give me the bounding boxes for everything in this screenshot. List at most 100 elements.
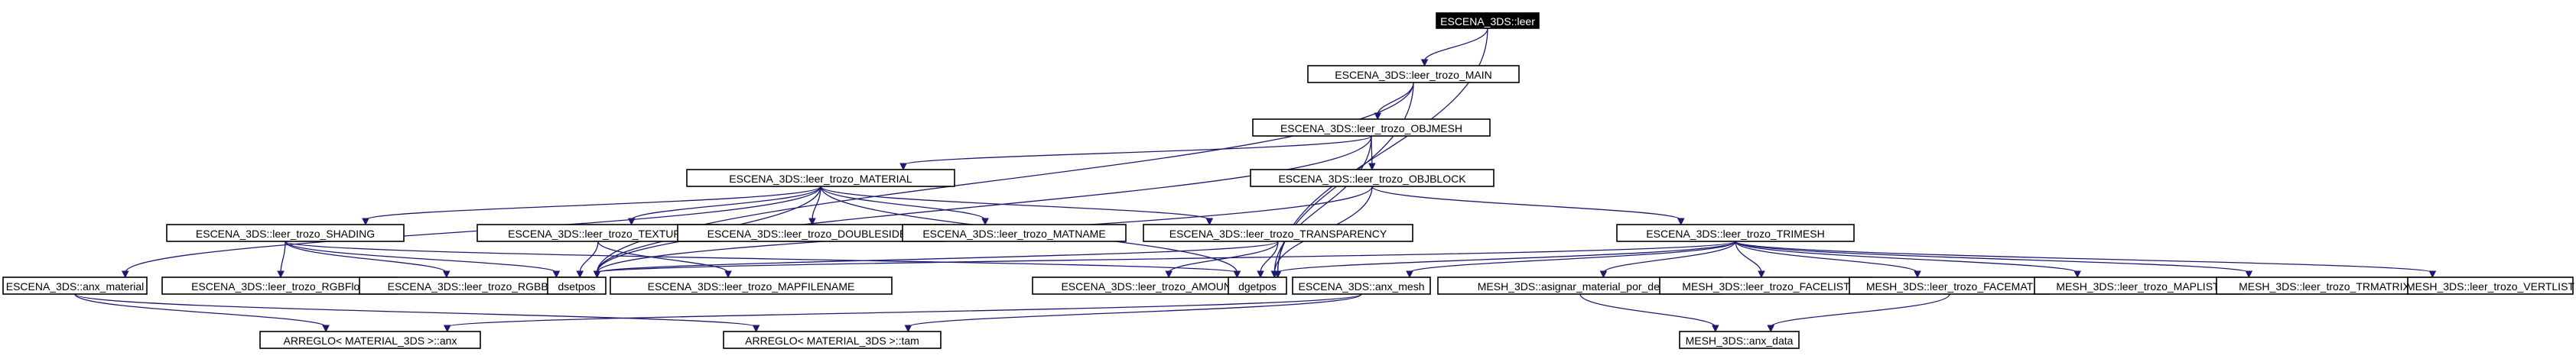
edge-line	[907, 293, 1362, 328]
edge-line	[596, 241, 1279, 273]
edge-anxmaterial-to-arregloanx	[74, 293, 330, 333]
node-facemat[interactable]: MESH_3DS::leer_trozo_FACEMAT	[1849, 277, 2051, 295]
node-label: ARREGLO< MATERIAL_3DS >::tam	[745, 335, 919, 347]
node-label: ESCENA_3DS::leer_trozo_SHADING	[196, 228, 375, 240]
node-rgbfloat[interactable]: ESCENA_3DS::leer_trozo_RGBFloat	[161, 277, 398, 295]
node-box	[1436, 12, 1540, 29]
edge-line	[1260, 241, 1279, 273]
node-anxmaterial[interactable]: ESCENA_3DS::anx_material	[2, 277, 148, 295]
node-label: ESCENA_3DS::leer_trozo_TRIMESH	[1646, 228, 1824, 240]
edge-arrowhead	[2245, 270, 2253, 279]
node-anxdata[interactable]: MESH_3DS::anx_data	[1679, 331, 1800, 349]
edge-arrowhead	[2428, 270, 2437, 279]
edge-line	[1168, 241, 1279, 273]
edge-arrowhead	[1420, 59, 1429, 67]
edge-line	[1770, 293, 1950, 328]
edge-line	[1423, 27, 1488, 62]
node-leer[interactable]: ESCENA_3DS::leer	[1436, 12, 1540, 29]
edge-material-to-anxmaterial	[121, 186, 821, 279]
edge-arrowhead	[277, 270, 285, 279]
edge-arrowhead	[1914, 270, 1921, 279]
edge-line	[596, 135, 1372, 273]
node-label: ARREGLO< MATERIAL_3DS >::anx	[284, 335, 457, 347]
node-label: ESCENA_3DS::anx_material	[6, 280, 145, 293]
node-box	[610, 277, 893, 295]
node-label: MESH_3DS::leer_trozo_MAPLIST	[2056, 280, 2220, 293]
edge-line	[280, 241, 286, 273]
node-amount[interactable]: ESCENA_3DS::leer_trozo_AMOUNT	[1032, 277, 1267, 295]
edge-trimesh-to-facelist	[1735, 241, 1765, 279]
edge-arrowhead	[2073, 270, 2081, 279]
node-arregloanx[interactable]: ARREGLO< MATERIAL_3DS >::anx	[259, 331, 481, 349]
node-vertlist[interactable]: MESH_3DS::leer_trozo_VERTLIST	[2406, 277, 2574, 295]
edge-arrowhead	[322, 325, 330, 333]
edge-anxmesh-to-arregloanx	[443, 293, 1362, 333]
edge-arrowhead	[1599, 270, 1608, 279]
node-trimesh[interactable]: ESCENA_3DS::leer_trozo_TRIMESH	[1616, 224, 1855, 242]
edge-anxmesh-to-arreglotam	[904, 293, 1362, 333]
node-doublesided[interactable]: ESCENA_3DS::leer_trozo_DOUBLESIDED	[677, 224, 945, 242]
node-objblock[interactable]: ESCENA_3DS::leer_trozo_OBJBLOCK	[1250, 169, 1495, 187]
node-transparency[interactable]: ESCENA_3DS::leer_trozo_TRANSPARENCY	[1143, 224, 1413, 242]
node-box	[1143, 224, 1413, 242]
node-rgbbyte[interactable]: ESCENA_3DS::leer_trozo_RGBByte	[359, 277, 591, 295]
edge-line	[1371, 186, 1682, 221]
edge-line	[74, 293, 757, 328]
node-dsetpos[interactable]: dsetpos	[547, 277, 607, 295]
edge-line	[1602, 241, 1736, 273]
edge-texture-to-dsetpos	[576, 241, 599, 279]
node-shading[interactable]: ESCENA_3DS::leer_trozo_SHADING	[166, 224, 405, 242]
edge-line	[285, 241, 1238, 273]
node-anxmesh[interactable]: ESCENA_3DS::anx_mesh	[1292, 277, 1431, 295]
edge-trimesh-to-dsetpos	[593, 241, 1736, 279]
node-arreglotam[interactable]: ARREGLO< MATERIAL_3DS >::tam	[723, 331, 942, 349]
node-objmesh[interactable]: ESCENA_3DS::leer_trozo_OBJMESH	[1252, 118, 1491, 137]
edge-line	[125, 186, 821, 273]
edge-line	[74, 293, 327, 328]
edge-line	[285, 241, 558, 273]
edge-line	[1735, 241, 1762, 273]
edge-line	[1277, 241, 1736, 273]
call-graph-nodes: ESCENA_3DS::leerESCENA_3DS::leer_trozo_M…	[2, 12, 2574, 349]
node-facelist[interactable]: MESH_3DS::leer_trozo_FACELIST	[1659, 277, 1873, 295]
node-label: MESH_3DS::asignar_material_por_defecto	[1478, 280, 1683, 293]
edge-arrowhead	[1711, 325, 1719, 333]
edge-arrowhead	[899, 163, 907, 171]
node-texture[interactable]: ESCENA_3DS::leer_trozo_TEXTURE	[476, 224, 720, 242]
edge-line	[1579, 293, 1716, 328]
node-maplist[interactable]: MESH_3DS::leer_trozo_MAPLIST	[2034, 277, 2242, 295]
edge-material-to-matname	[820, 186, 989, 226]
edge-material-to-texture	[627, 186, 821, 226]
edge-trimesh-to-vertlist	[1735, 241, 2437, 279]
edge-trimesh-to-asignar	[1599, 241, 1736, 279]
edge-line	[1735, 241, 1918, 273]
node-label: ESCENA_3DS::leer_trozo_TRANSPARENCY	[1169, 228, 1387, 240]
edge-line	[1273, 135, 1372, 273]
edge-arrowhead	[1165, 270, 1173, 279]
edge-transparency-to-amount	[1165, 241, 1279, 279]
edge-shading-to-rgbfloat	[277, 241, 286, 279]
node-mapfilename[interactable]: ESCENA_3DS::leer_trozo_MAPFILENAME	[610, 277, 893, 295]
edge-line	[631, 186, 821, 221]
edge-trimesh-to-anxmesh	[1406, 241, 1736, 279]
edge-trimesh-to-maplist	[1735, 241, 2081, 279]
node-label: ESCENA_3DS::leer	[1440, 15, 1535, 27]
edge-line	[1735, 241, 2078, 273]
node-label: MESH_3DS::leer_trozo_FACEMAT	[1866, 280, 2034, 293]
edge-arrowhead	[362, 218, 369, 226]
edge-trimesh-to-trmatrix	[1735, 241, 2253, 279]
node-matname[interactable]: ESCENA_3DS::leer_trozo_MATNAME	[902, 224, 1127, 242]
edge-line	[597, 241, 729, 273]
node-label: ESCENA_3DS::leer_trozo_RGBFloat	[191, 280, 369, 293]
edge-arrowhead	[443, 325, 451, 333]
node-label: dsetpos	[558, 280, 595, 293]
node-label: ESCENA_3DS::leer_trozo_OBJBLOCK	[1278, 173, 1466, 185]
edge-arrowhead	[1233, 270, 1241, 279]
edge-arrowhead	[576, 270, 584, 279]
node-material[interactable]: ESCENA_3DS::leer_trozo_MATERIAL	[686, 169, 955, 187]
node-box	[902, 224, 1127, 242]
node-main[interactable]: ESCENA_3DS::leer_trozo_MAIN	[1307, 65, 1520, 83]
node-trmatrix[interactable]: MESH_3DS::leer_trozo_TRMATRIX	[2216, 277, 2433, 295]
node-dgetpos[interactable]: dgetpos	[1228, 277, 1287, 295]
node-label: ESCENA_3DS::leer_trozo_TEXTURE	[508, 228, 688, 240]
